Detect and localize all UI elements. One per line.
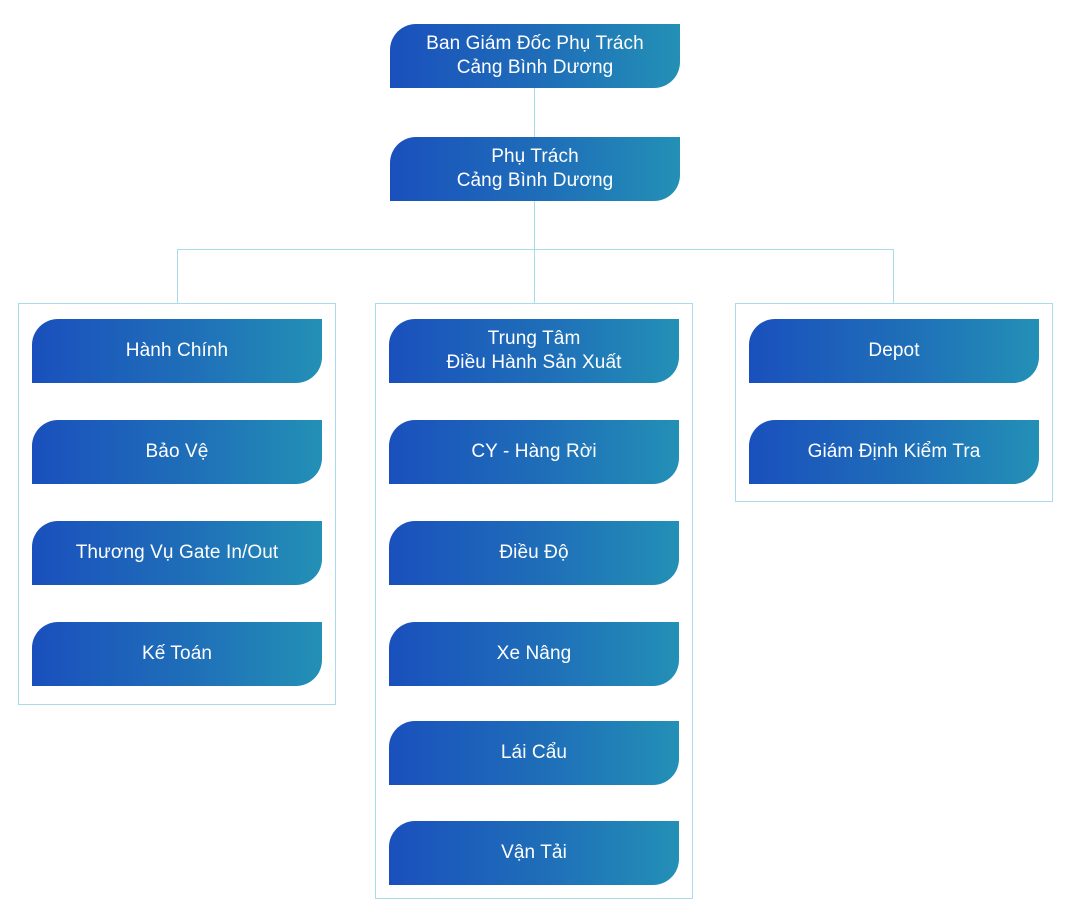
connector-bus-to-left-group bbox=[177, 249, 178, 303]
node-label: Xe Nâng bbox=[496, 643, 572, 664]
node-label-line2: Cảng Bình Dương bbox=[456, 170, 614, 191]
node-label: Thương Vụ Gate In/Out bbox=[75, 542, 279, 563]
node-port-manager: Phụ Trách Cảng Bình Dương bbox=[390, 137, 680, 201]
node-security: Bảo Vệ bbox=[32, 420, 322, 484]
node-label-line1: Ban Giám Đốc Phụ Trách bbox=[426, 33, 644, 54]
connector-second-to-bus bbox=[534, 201, 535, 250]
group-left bbox=[18, 303, 336, 705]
node-label: Depot bbox=[868, 340, 920, 361]
node-label-line2: Điều Hành Sản Xuất bbox=[446, 352, 622, 373]
node-label: Vận Tải bbox=[501, 842, 567, 863]
node-label: CY - Hàng Rời bbox=[471, 441, 597, 462]
node-label-line1: Trung Tâm bbox=[487, 328, 581, 349]
node-board-of-directors: Ban Giám Đốc Phụ Trách Cảng Bình Dương bbox=[390, 24, 680, 88]
node-label-line1: Phụ Trách bbox=[491, 146, 579, 167]
node-forklift: Xe Nâng bbox=[389, 622, 679, 686]
node-label: Bảo Vệ bbox=[145, 441, 209, 462]
node-cy-bulk-cargo: CY - Hàng Rời bbox=[389, 420, 679, 484]
connector-top-to-second bbox=[534, 88, 535, 137]
node-label: Lái Cẩu bbox=[500, 742, 568, 763]
group-middle bbox=[375, 303, 693, 899]
connector-bus-to-middle-group bbox=[534, 249, 535, 303]
node-gate-commerce: Thương Vụ Gate In/Out bbox=[32, 521, 322, 585]
node-transport: Vận Tải bbox=[389, 821, 679, 885]
connector-bus bbox=[177, 249, 893, 250]
group-right bbox=[735, 303, 1053, 502]
node-label: Hành Chính bbox=[125, 340, 229, 361]
node-crane-operator: Lái Cẩu bbox=[389, 721, 679, 785]
node-label: Kế Toán bbox=[141, 643, 213, 664]
node-depot: Depot bbox=[749, 319, 1039, 383]
node-administration: Hành Chính bbox=[32, 319, 322, 383]
node-label-line2: Cảng Bình Dương bbox=[456, 57, 614, 78]
node-operations-center: Trung Tâm Điều Hành Sản Xuất bbox=[389, 319, 679, 383]
node-accounting: Kế Toán bbox=[32, 622, 322, 686]
node-label: Giám Định Kiểm Tra bbox=[807, 441, 981, 462]
connector-bus-to-right-group bbox=[893, 249, 894, 303]
node-inspection: Giám Định Kiểm Tra bbox=[749, 420, 1039, 484]
node-label: Điều Độ bbox=[499, 542, 569, 563]
node-dispatch: Điều Độ bbox=[389, 521, 679, 585]
